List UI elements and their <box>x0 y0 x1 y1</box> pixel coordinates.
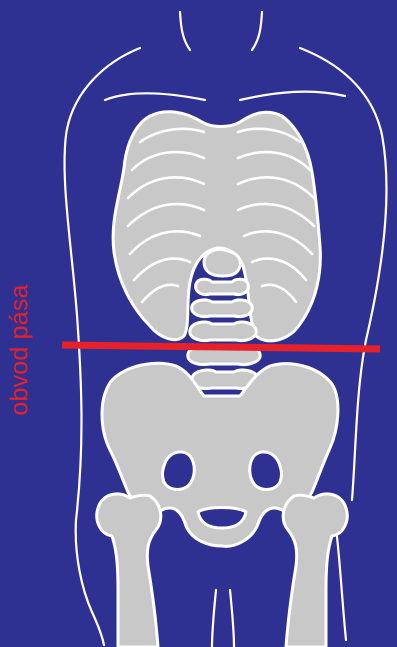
obturator-foramen-right <box>250 452 282 490</box>
vertebra-l2 <box>196 279 249 294</box>
sacrum-window <box>198 508 246 529</box>
inner-leg-right <box>230 590 234 647</box>
waist-measurement-line <box>62 345 380 349</box>
obturator-foramen-left <box>163 452 195 490</box>
waist-circumference-label: obvod pása <box>6 284 35 415</box>
inner-leg-left <box>212 590 216 647</box>
neck-right <box>252 12 262 50</box>
leg-outline-right <box>336 528 346 640</box>
vertebra-l3 <box>192 300 253 317</box>
leg-outline-left <box>92 612 104 645</box>
collarbone-left <box>105 93 205 100</box>
neck-left <box>180 12 190 50</box>
femur-right <box>283 494 347 647</box>
collarbone-right <box>240 92 345 100</box>
femur-left <box>97 494 161 647</box>
leg-lines <box>212 590 234 647</box>
vertebra-l4 <box>190 322 256 341</box>
vertebra-l1 <box>204 250 240 277</box>
